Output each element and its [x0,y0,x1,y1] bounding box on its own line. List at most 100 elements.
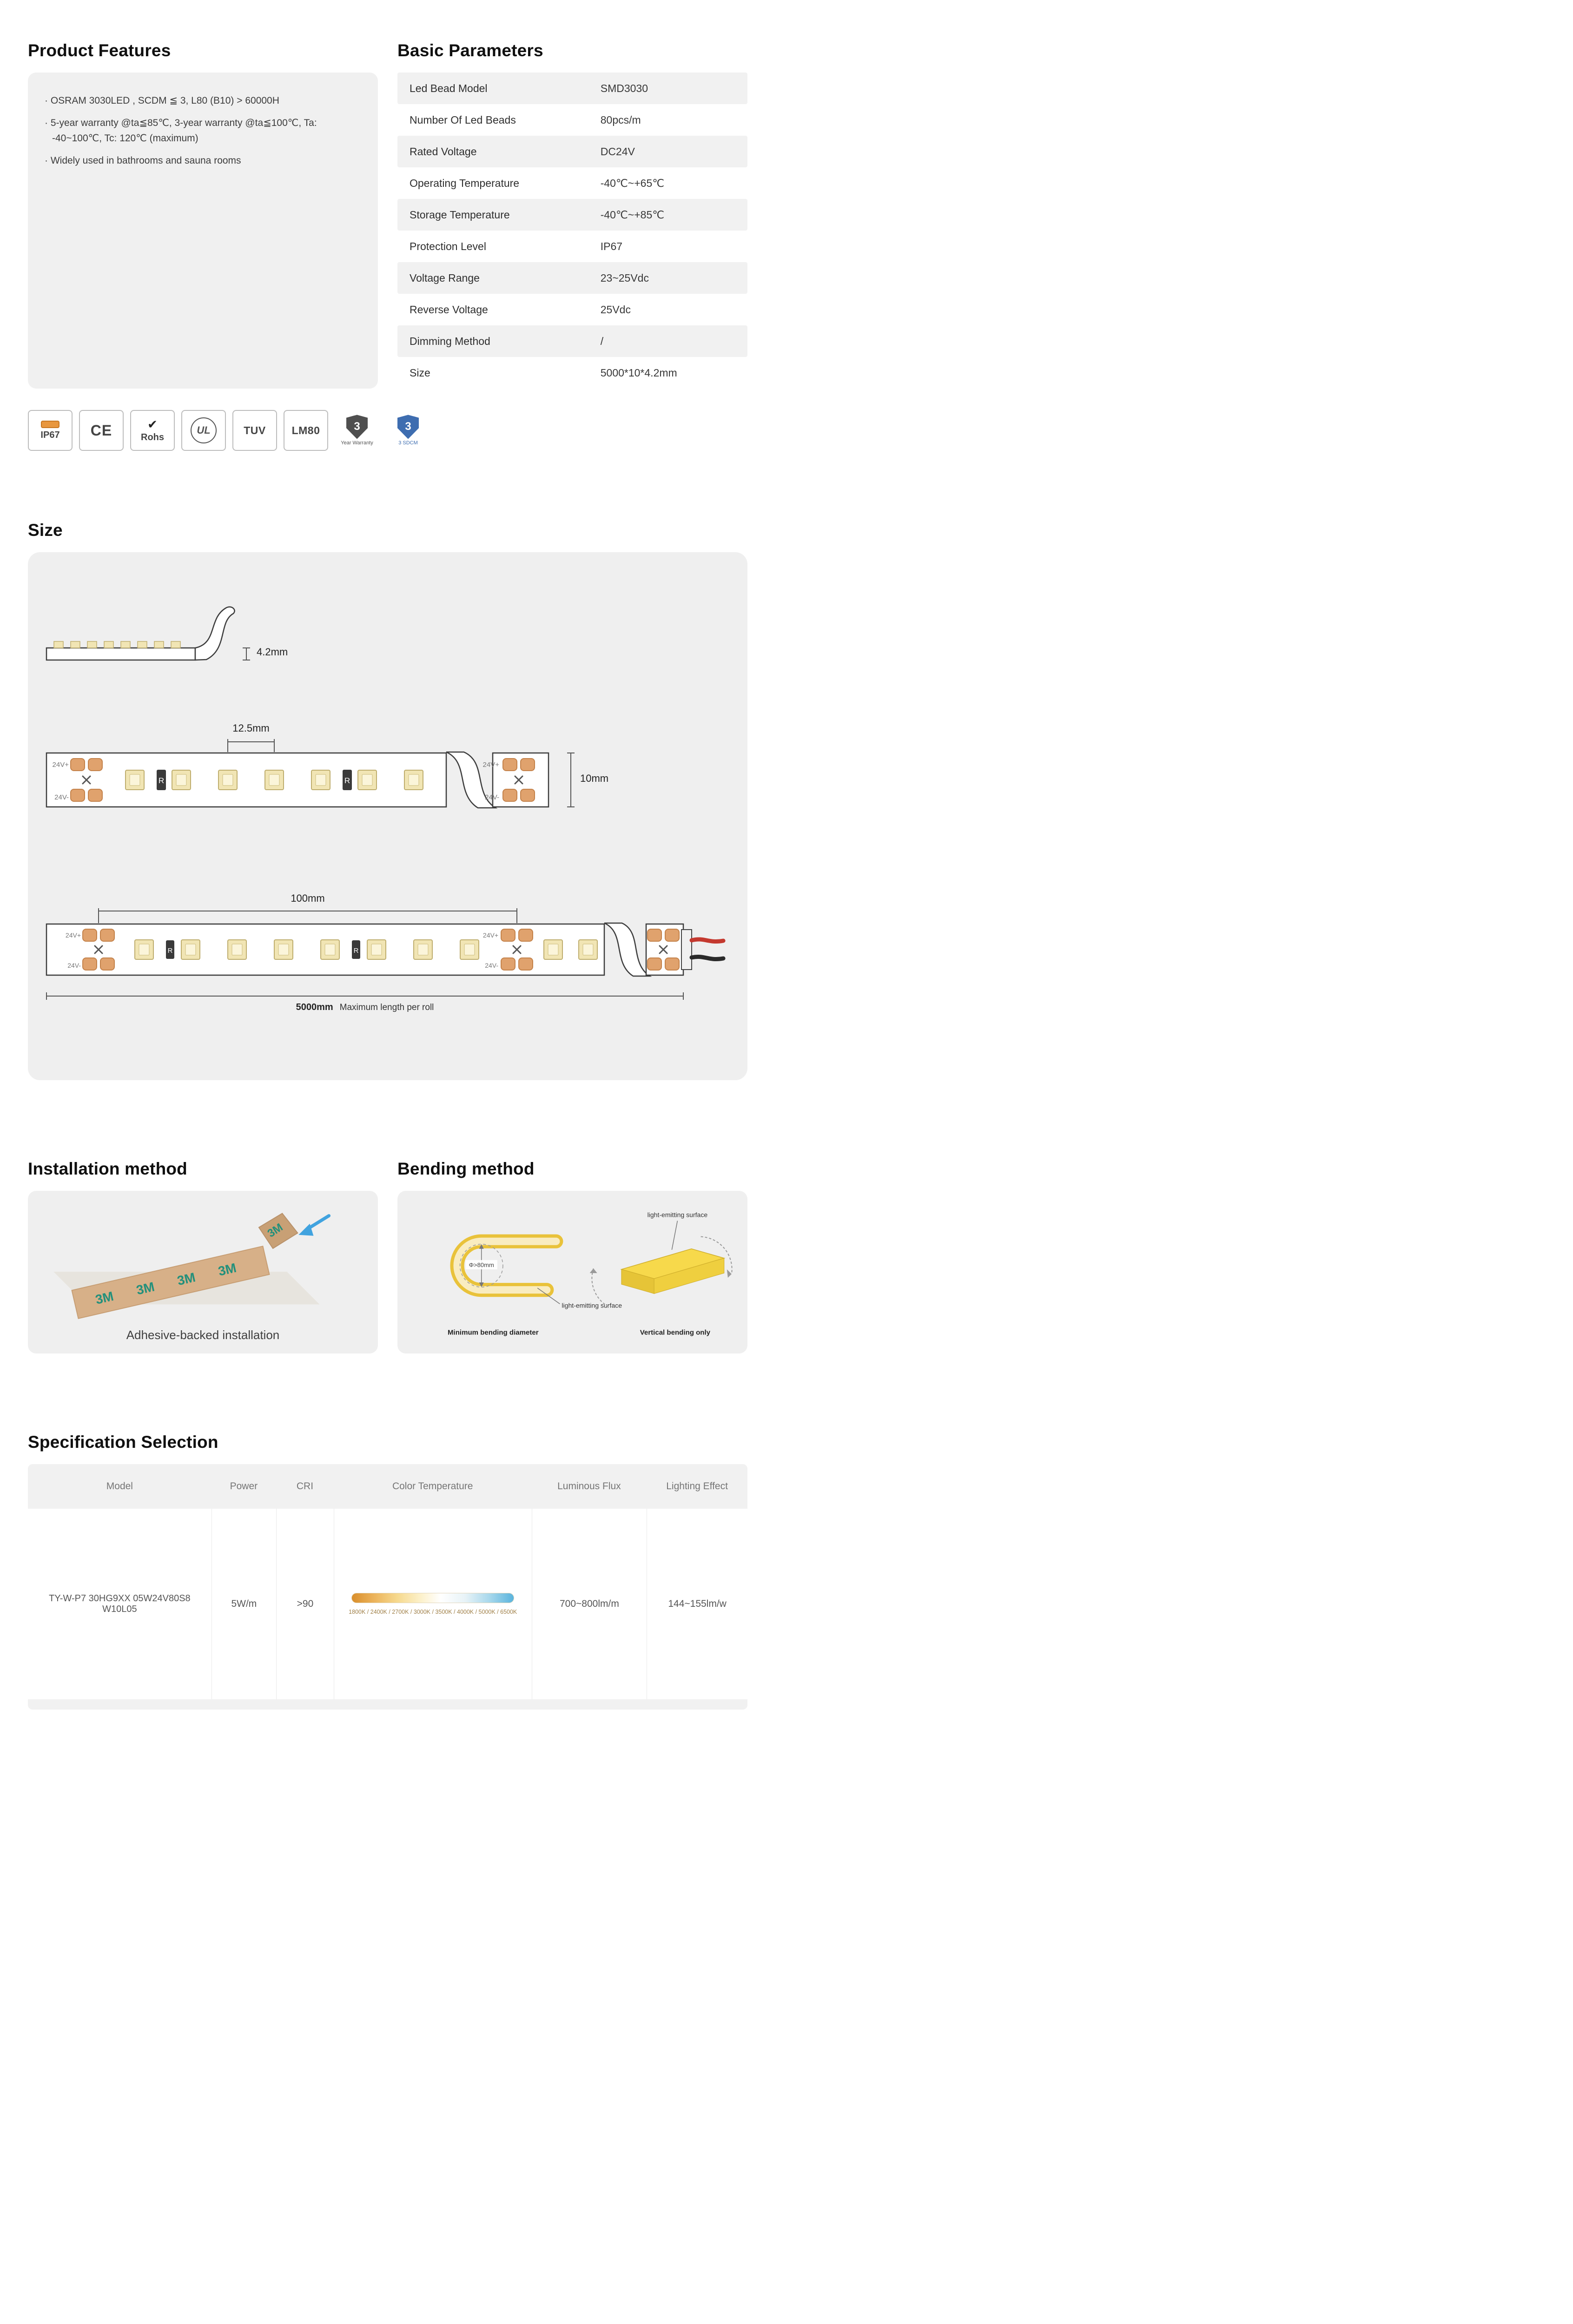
parameter-row: Rated Voltage DC24V [397,136,747,167]
top-row: Product Features · OSRAM 3030LED , SCDM … [28,41,753,389]
parameter-row: Storage Temperature -40℃~+85℃ [397,199,747,231]
vertical-bend-diagram: light-emitting surface Vertical bending … [589,1211,733,1337]
bending-section: Bending method Φ>80mm light-emitti [397,1159,747,1353]
min-bend-caption: Minimum bending diameter [448,1329,539,1337]
ip67-label: IP67 [40,429,60,440]
parameter-row: Dimming Method / [397,325,747,357]
parameter-row: Protection Level IP67 [397,231,747,262]
parameter-label: Operating Temperature [410,177,520,189]
warranty-shield-icon: 3 [346,415,368,439]
spec-header-cri: CRI [296,1481,314,1492]
parameter-label: Led Bead Model [410,82,488,94]
strip-side-view [46,606,250,661]
spec-header-power: Power [230,1481,258,1492]
roll-length-label: 5000mm Maximum length per roll [296,1002,434,1013]
strip-full-roll-view: R R 24V+ 24V- 24V+ 24V- [46,908,726,1000]
feature-list: · OSRAM 3030LED , SCDM ≦ 3, L80 (B10) > … [45,93,361,168]
ul-badge: UL [181,410,226,451]
product-features-panel: · OSRAM 3030LED , SCDM ≦ 3, L80 (B10) > … [28,73,378,389]
ip67-badge: IP67 [28,410,73,451]
ul-circle-icon: UL [191,417,217,443]
parameter-label: Size [410,366,430,379]
roll-length-dimension [46,992,684,1000]
parameter-row: Operating Temperature -40℃~+65℃ [397,167,747,199]
thickness-dimension [243,647,250,660]
spec-data-row: TY-W-P7 30HG9XX 05W24V80S8 W10L05 5W/m >… [28,1509,747,1699]
pad-negative-label: 24V- [67,962,81,969]
size-diagrams: R R 24V+ 24V- 24V+ 24V- [46,606,726,1000]
spec-header-effect: Lighting Effect [666,1481,728,1492]
spec-header-cct: Color Temperature [392,1481,473,1492]
parameter-row: Number Of Led Beads 80pcs/m [397,104,747,136]
lm80-label: LM80 [291,424,320,436]
ce-badge: CE [79,410,124,451]
pad-negative-label: 24V- [485,793,499,801]
parameter-value: -40℃~+85℃ [600,208,665,221]
parameter-row: Size 5000*10*4.2mm [397,357,747,389]
basic-parameters-table: Led Bead Model SMD3030 Number Of Led Bea… [397,73,747,389]
peeled-liner [258,1213,298,1249]
pad-negative-label: 24V- [54,793,69,801]
bending-title: Bending method [397,1159,535,1178]
peel-arrow-icon [298,1214,331,1236]
sdcm-label: 3 SDCM [398,440,418,446]
check-icon: ✔ [147,417,158,431]
led-pitch-label: 12.5mm [232,722,270,734]
resistor-label: R [159,776,164,785]
bending-panel: Φ>80mm light-emitting surface Minimum be… [397,1191,747,1353]
spec-header-row: Model Power CRI Color Temperature Lumino… [28,1464,747,1509]
basic-parameters-section: Basic Parameters Led Bead Model SMD3030 … [397,41,747,389]
adhesive-tape: 3M 3M 3M 3M [71,1246,270,1319]
parameter-row: Reverse Voltage 25Vdc [397,294,747,325]
spec-flux-cell: 700~800lm/m [531,1509,647,1699]
sdcm-shield-icon: 3 [397,415,419,439]
feature-item: · Widely used in bathrooms and sauna roo… [45,155,241,166]
flex-wave [194,606,235,661]
cut-unit-dimension [98,908,517,923]
datasheet-page: Product Features · OSRAM 3030LED , SCDM … [0,0,786,1765]
installation-panel: 3M 3M 3M 3M 3M Adhesive-backed installat… [28,1191,378,1353]
strip-top-view: R R 24V+ 24V- 24V+ 24V- [46,739,575,809]
model-value: TY-W-P7 30HG9XX 05W24V80S8 W10L05 [49,1593,191,1614]
pad-negative-label: 24V- [485,962,498,969]
spec-footer-bar [28,1699,747,1710]
min-bend-diagram: Φ>80mm light-emitting surface Minimum be… [448,1234,622,1337]
parameter-label: Voltage Range [410,271,480,284]
light-surface-label: light-emitting surface [648,1211,708,1219]
specification-table: Model Power CRI Color Temperature Lumino… [28,1464,747,1710]
tuv-badge: TUV [232,410,277,451]
lm80-badge: LM80 [284,410,328,451]
spec-header-model: Model [106,1481,133,1492]
certification-row: IP67 CE ✔ Rohs UL TUV LM80 3 Year Warran… [28,410,753,451]
installation-title: Installation method [28,1159,187,1178]
installation-caption: Adhesive-backed installation [126,1328,280,1342]
parameter-value: -40℃~+65℃ [600,177,665,189]
size-section: Size [28,521,753,1080]
spec-header-flux: Luminous Flux [557,1481,621,1492]
installation-diagram: 3M 3M 3M 3M 3M [53,1213,331,1319]
specification-title: Specification Selection [28,1433,218,1452]
resistor-label: R [344,776,350,785]
parameter-label: Rated Voltage [410,145,477,158]
roll-length-value: 5000mm [296,1002,333,1012]
parameter-label: Reverse Voltage [410,303,488,316]
pad-positive-label: 24V+ [483,931,498,939]
parameter-label: Dimming Method [410,335,490,347]
vertical-bend-caption: Vertical bending only [640,1329,711,1337]
tuv-label: TUV [244,424,266,436]
spec-cct-cell: 1800K / 2400K / 2700K / 3000K / 3500K / … [333,1509,532,1699]
parameter-label: Number Of Led Beads [410,113,516,126]
specification-section: Specification Selection Model Power CRI … [28,1433,753,1710]
resistor-label: R [354,947,359,955]
ce-label: CE [90,422,112,439]
rohs-label: Rohs [141,432,164,442]
pitch-dimension [227,739,275,752]
spec-effect-cell: 144~155lm/w [647,1509,747,1699]
spec-power-cell: 5W/m [211,1509,276,1699]
feature-item: · OSRAM 3030LED , SCDM ≦ 3, L80 (B10) > … [45,95,279,106]
methods-row: Installation method 3M 3M 3M 3M 3M [28,1159,753,1353]
red-wire [689,937,726,944]
roll-length-note: Maximum length per roll [339,1003,434,1012]
parameter-value: IP67 [600,240,623,252]
parameter-value: SMD3030 [600,82,648,94]
